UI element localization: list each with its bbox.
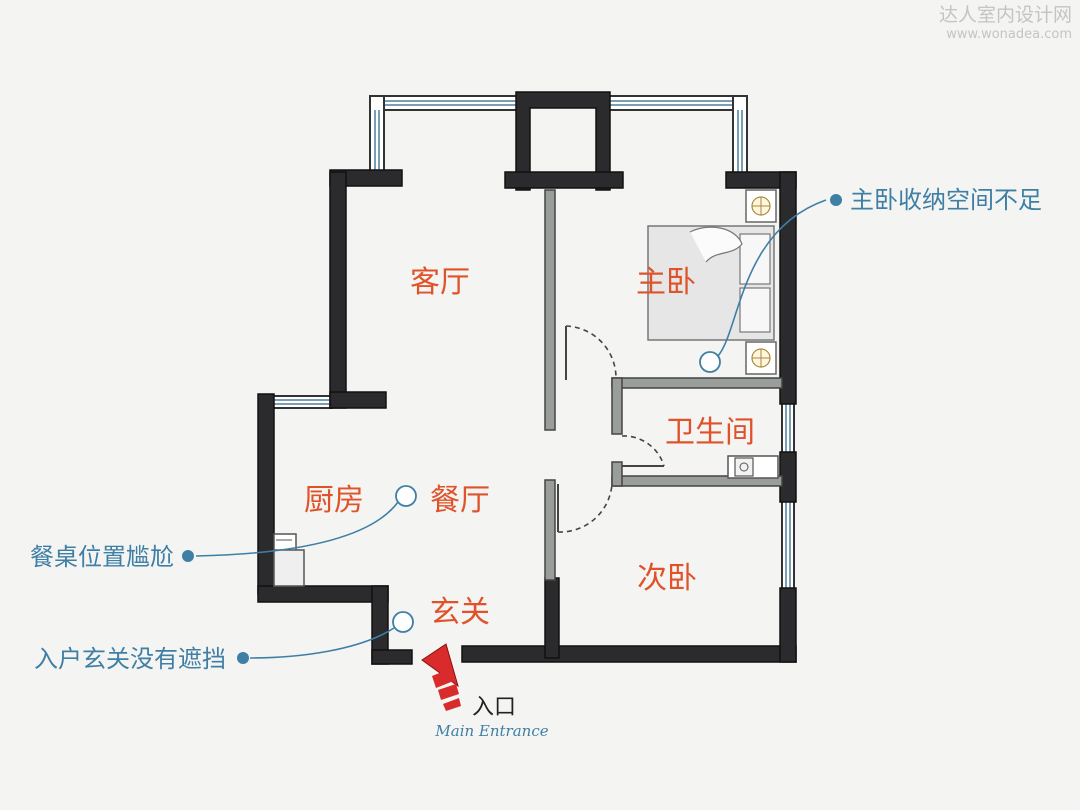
room-label-foyer: 玄关 [430,595,490,630]
dining-table-leader [182,485,417,562]
note-master-storage: 主卧收纳空间不足 [850,186,1042,214]
watermark-url: www.wonadea.com [946,27,1072,42]
second-bedroom-door [557,483,613,533]
foyer-leader [237,611,414,664]
room-label-bathroom: 卫生间 [665,415,755,450]
note-foyer-exposed: 入户玄关没有遮挡 [34,645,226,673]
double-bed [647,225,775,341]
exterior-walls [257,91,797,665]
dining-table-dot-icon [182,550,194,562]
room-label-master: 主卧 [636,265,696,300]
kitchen-window [271,395,333,409]
room-label-living: 客厅 [410,265,470,300]
room-label-bedroom2: 次卧 [637,561,697,596]
bathroom-window [781,401,795,455]
bathroom-door [621,435,665,467]
top-right-window [604,95,748,175]
bedroom2-window [781,499,795,591]
room-label-kitchen: 厨房 [304,483,364,518]
kitchen-counter [273,533,305,587]
interior-partitions [544,189,783,581]
top-left-window [369,95,519,173]
washbasin [727,455,779,479]
watermark-title: 达人室内设计网 [939,4,1072,26]
master-bedroom-door [565,325,617,380]
master-storage-leader [699,194,842,373]
entrance-label: 入口 [472,695,516,720]
nightstand-bottom [745,341,777,375]
entrance-arrow-icon [421,643,461,711]
nightstand-top [745,189,777,223]
master-storage-dot-icon [830,194,842,206]
note-dining-table: 餐桌位置尴尬 [30,543,174,571]
entrance-sublabel: Main Entrance [434,722,548,740]
room-label-dining: 餐厅 [430,483,490,518]
foyer-dot-icon [237,652,249,664]
